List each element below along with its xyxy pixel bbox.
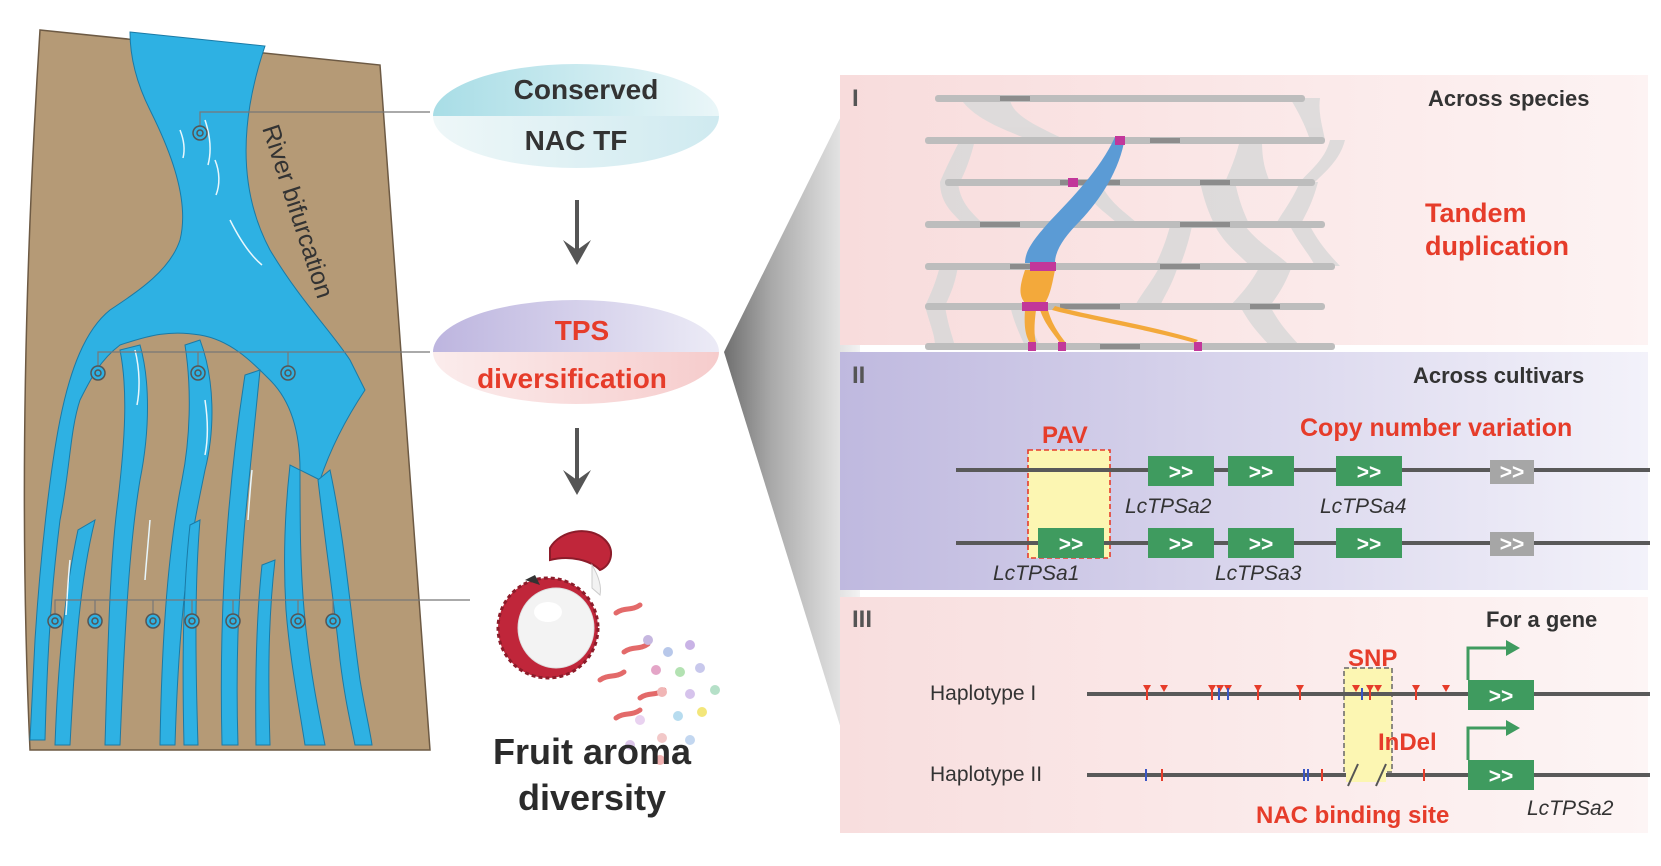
gene-arrow: >> bbox=[1500, 461, 1525, 484]
lychee-flesh bbox=[517, 587, 595, 669]
river-branch-4 bbox=[284, 464, 326, 746]
synteny-ribbons bbox=[925, 98, 1345, 346]
gene-arrow: >> bbox=[1249, 461, 1274, 484]
bifurcation-nodes bbox=[47, 125, 341, 629]
fruit-aroma-line1: Fruit aroma bbox=[493, 731, 692, 772]
lychee-peel bbox=[549, 530, 612, 572]
variant-ticks bbox=[1145, 688, 1363, 781]
gene-name-lctpsa2-panel3: LcTPSa2 bbox=[1527, 797, 1614, 820]
panel-across-species: I Across species Tandem duplication bbox=[840, 75, 1648, 351]
blue-ribbon bbox=[1025, 137, 1125, 263]
orange-ribbons bbox=[1020, 270, 1198, 343]
river-trunk bbox=[29, 31, 366, 741]
gene-arrow: >> bbox=[1500, 533, 1525, 556]
down-arrow-2 bbox=[563, 428, 591, 495]
haplotype2-snp-ticks bbox=[1161, 769, 1425, 781]
gene-name-lctpsa4: LcTPSa4 bbox=[1320, 495, 1406, 518]
gene-arrow: >> bbox=[1357, 533, 1382, 556]
level-lines bbox=[54, 111, 470, 618]
gene-arrow: >> bbox=[1169, 461, 1194, 484]
panel3-numeral: III bbox=[852, 606, 872, 633]
river-branch-7 bbox=[182, 519, 201, 746]
river-branch-2 bbox=[159, 339, 213, 746]
lychee-illustration bbox=[496, 530, 720, 765]
haplotype2-gene bbox=[1466, 720, 1534, 790]
gene-arrow: >> bbox=[1357, 461, 1382, 484]
river-branch-1 bbox=[104, 344, 148, 746]
magenta-gene-marks bbox=[1022, 136, 1202, 351]
conserved-ellipse-bottom bbox=[433, 116, 719, 168]
panel-across-cultivars: II Across cultivars PAV Copy number vari… bbox=[840, 352, 1650, 590]
pav-label: PAV bbox=[1042, 422, 1088, 449]
panel2-numeral: II bbox=[852, 362, 865, 389]
fruit-aroma-line2: diversity bbox=[518, 777, 666, 818]
haplotype1-label: Haplotype I bbox=[930, 682, 1036, 705]
gene-name-lctpsa3: LcTPSa3 bbox=[1215, 562, 1302, 585]
water-highlights bbox=[65, 119, 263, 616]
conserved-ellipse-top bbox=[433, 64, 719, 116]
panel-for-a-gene: III For a gene Haplotype I Haplotype II bbox=[840, 597, 1650, 833]
gene-arrow: >> bbox=[1249, 533, 1274, 556]
tps-ellipse-bottom bbox=[433, 352, 719, 404]
haplotype2-label: Haplotype II bbox=[930, 763, 1042, 786]
river-branch-3 bbox=[220, 369, 261, 746]
zoom-cone bbox=[724, 78, 860, 790]
conserved-line1: Conserved bbox=[514, 74, 659, 105]
river-map: River bifurcation bbox=[23, 29, 470, 751]
river-branch-5 bbox=[317, 469, 373, 746]
panel3-background bbox=[840, 597, 1648, 833]
gene-arrow: >> bbox=[1489, 685, 1514, 708]
gene-name-lctpsa1: LcTPSa1 bbox=[993, 562, 1079, 585]
panel1-title: Across species bbox=[1428, 86, 1589, 111]
middle-flow: Conserved NAC TF TPS diversification bbox=[433, 64, 720, 818]
indel-label: InDel bbox=[1378, 729, 1437, 756]
snp-ticks bbox=[1146, 690, 1417, 700]
gene-name-lctpsa2: LcTPSa2 bbox=[1125, 495, 1212, 518]
indel-break bbox=[1346, 763, 1387, 787]
panel3-title: For a gene bbox=[1486, 607, 1597, 632]
river-branch-8 bbox=[255, 559, 276, 746]
tandem-line2: duplication bbox=[1425, 231, 1569, 261]
gene-arrow: >> bbox=[1169, 533, 1194, 556]
panel1-numeral: I bbox=[852, 85, 859, 112]
tandem-line1: Tandem bbox=[1425, 198, 1527, 228]
gene-arrow: >> bbox=[1489, 765, 1514, 788]
gene-boxes bbox=[1038, 456, 1534, 558]
cnv-label: Copy number variation bbox=[1300, 414, 1572, 442]
snp-label: SNP bbox=[1348, 645, 1397, 672]
haplotype1-gene bbox=[1466, 640, 1534, 710]
tps-line1: TPS bbox=[555, 315, 609, 346]
nac-binding-label: NAC binding site bbox=[1256, 802, 1449, 829]
gene-arrow: >> bbox=[1059, 533, 1084, 556]
panel2-title: Across cultivars bbox=[1413, 363, 1584, 388]
nac-binding-box bbox=[1343, 667, 1393, 773]
tps-line2: diversification bbox=[477, 363, 667, 394]
tps-ellipse-top bbox=[433, 300, 719, 352]
down-arrow-1 bbox=[563, 200, 591, 265]
conserved-line2: NAC TF bbox=[525, 125, 628, 156]
